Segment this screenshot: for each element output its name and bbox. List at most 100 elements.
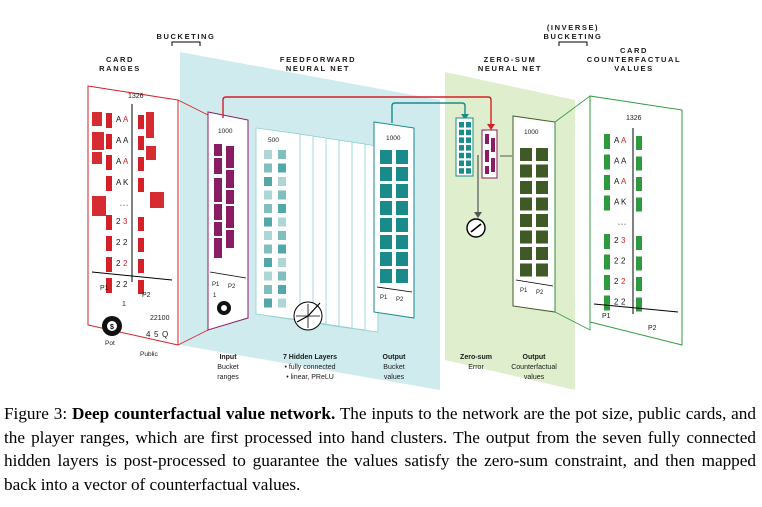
- hand-card: 2: [123, 238, 128, 247]
- svg-text:NEURAL NET: NEURAL NET: [478, 64, 542, 73]
- hand-card: 2: [116, 217, 121, 226]
- output-cell: [380, 218, 392, 232]
- hidden-layer-size: 500: [268, 137, 279, 144]
- p2-range-bar: [138, 136, 144, 150]
- caption-body: The inputs to the network are the pot si…: [4, 404, 756, 494]
- bucket-axis: [209, 271, 247, 279]
- value-arrow-head: [461, 114, 469, 120]
- input-p1: P1: [100, 285, 109, 292]
- hand-ellipsis: • • •: [120, 203, 128, 209]
- hand-card: A: [123, 157, 129, 166]
- neuron-cell: [264, 271, 272, 281]
- caption-prefix: Figure 3:: [4, 404, 68, 423]
- output-cell: [396, 252, 408, 266]
- svg-text:CARD: CARD: [620, 46, 648, 55]
- bucketing-header: BUCKETING: [157, 32, 216, 41]
- output-p1: P1: [380, 295, 388, 301]
- bucket-bar: [226, 170, 234, 188]
- output-cell: [396, 184, 408, 198]
- range-arrow-head: [487, 124, 495, 130]
- error-arrow-head: [474, 212, 482, 218]
- neuron-cell: [278, 258, 286, 267]
- range-mass-bar: [146, 146, 156, 160]
- p1-range-bar: [604, 234, 610, 249]
- svg-text:NEURAL NET: NEURAL NET: [286, 64, 350, 73]
- svg-text:BUCKETING: BUCKETING: [544, 32, 603, 41]
- p2-range-bar: [138, 157, 144, 171]
- svg-text:values: values: [384, 374, 405, 381]
- feedforward-header: FEEDFORWARD NEURAL NET: [280, 55, 355, 73]
- cfv-cell: [520, 164, 532, 178]
- bucket-bar: [226, 206, 234, 228]
- zs-value-cell: [459, 145, 464, 151]
- cfv-connector: [554, 95, 591, 331]
- zero-sum-header: ZERO-SUM NEURAL NET: [478, 55, 542, 73]
- subtract-icon: [466, 218, 486, 238]
- p1-range-bar: [106, 257, 112, 272]
- inverse-bucketing-bracket: [558, 41, 588, 46]
- figure-diagram: CARD RANGES BUCKETING FEEDFORWARD NEURAL…: [87, 23, 683, 390]
- zs-value-cell: [459, 168, 464, 174]
- p2-range-bar: [636, 156, 642, 171]
- svg-text:Input: Input: [219, 354, 237, 361]
- neuron-cell: [278, 271, 286, 281]
- hand-card: 2: [621, 298, 626, 307]
- zs-value-cell: [459, 137, 464, 143]
- output-cell: [380, 269, 392, 283]
- cfv-cell: [536, 148, 548, 161]
- input-axis: [91, 271, 173, 281]
- card-cfv-header: CARD COUNTERFACTUAL VALUES: [587, 46, 680, 73]
- cfv-cell: [520, 230, 532, 244]
- neuron-cell: [278, 150, 286, 159]
- cfv-cell: [536, 214, 548, 227]
- range-mass-bar: [92, 196, 106, 216]
- input-count: 1326: [128, 93, 144, 100]
- output-cfv-label: Output Counterfactual values: [511, 354, 557, 381]
- svg-text:Q: Q: [162, 330, 168, 339]
- hand-card: A: [621, 136, 627, 145]
- bucket-bar: [214, 158, 222, 174]
- zs-range-cell: [485, 134, 489, 144]
- svg-text:$: $: [110, 324, 114, 331]
- neuron-cell: [278, 190, 286, 200]
- output-cell: [396, 218, 408, 232]
- bucket-p1: P1: [212, 282, 220, 288]
- bucket-bar: [214, 178, 222, 202]
- zs-value-cell: [466, 145, 471, 151]
- p1-range-bar: [106, 134, 112, 149]
- output-grid: [380, 150, 408, 283]
- hand-card: A: [614, 177, 620, 186]
- p1-range-bar: [604, 295, 610, 311]
- output-cell: [380, 201, 392, 215]
- p1-range-bar: [604, 154, 610, 170]
- p1-range-bar: [604, 254, 610, 270]
- range-mass-bar: [92, 152, 102, 164]
- cfv-cell: [536, 230, 548, 244]
- hand-card: 2: [614, 277, 619, 286]
- cfv-count: 1000: [524, 129, 539, 136]
- hand-card: 3: [621, 236, 626, 245]
- zero-sum-value-cells: [459, 122, 471, 174]
- value-arrow: [391, 102, 466, 123]
- input-p2: P2: [142, 292, 151, 299]
- p2-range-bar: [138, 238, 144, 252]
- p2-range-bar: [138, 217, 144, 231]
- neuron-cell: [278, 163, 286, 173]
- cfv-p1: P1: [520, 288, 528, 294]
- svg-text:4: 4: [146, 330, 151, 339]
- hidden-layers: 500500500500500500500: [255, 127, 379, 333]
- bucket-bar: [226, 190, 234, 204]
- zs-value-cell: [466, 137, 471, 143]
- pot-number: 1: [122, 301, 126, 308]
- svg-text:Counterfactual: Counterfactual: [511, 364, 557, 371]
- hand-card: A: [614, 136, 620, 145]
- neuron-cell: [264, 258, 272, 267]
- bucket-count: 1000: [218, 128, 233, 135]
- output-p2: P2: [396, 297, 404, 303]
- cfv-cell: [536, 181, 548, 194]
- p1-range-bar: [106, 236, 112, 251]
- hand-card: K: [123, 178, 129, 187]
- result-p2: P2: [648, 325, 657, 332]
- p1-range-bar: [604, 134, 610, 149]
